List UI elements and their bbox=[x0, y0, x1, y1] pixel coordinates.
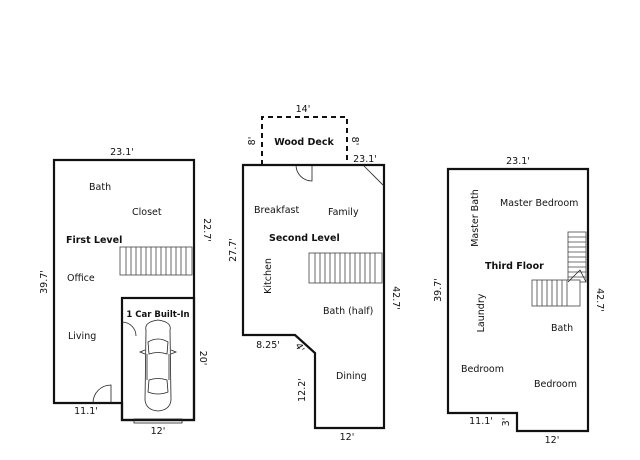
room-living: Living bbox=[68, 331, 96, 342]
second-level-outline bbox=[241, 163, 386, 430]
room-closet: Closet bbox=[132, 207, 162, 218]
room-laundry: Laundry bbox=[476, 293, 487, 332]
second-bottom-dimension: 12' bbox=[340, 432, 355, 443]
door-swing-family bbox=[362, 164, 385, 187]
third-bottom-dimension: 12' bbox=[545, 435, 560, 446]
second-level-plan: 14' 8' 8' Wood Deck 23.1' 27.7' 42.7' 8.… bbox=[228, 104, 401, 443]
room-office: Office bbox=[67, 273, 95, 284]
deck-top-dimension: 14' bbox=[296, 104, 311, 115]
room-bath-third: Bath bbox=[551, 323, 573, 334]
room-bath-half: Bath (half) bbox=[323, 306, 373, 317]
third-left-dimension: 39.7' bbox=[433, 278, 444, 302]
first-level-title: First Level bbox=[66, 235, 122, 246]
door-swing-garage bbox=[121, 321, 137, 337]
second-level-title: Second Level bbox=[269, 233, 340, 244]
second-left-dimension: 27.7' bbox=[228, 238, 239, 262]
door-swing-deck bbox=[295, 164, 313, 182]
second-lower-left-dimension: 12.2' bbox=[297, 378, 308, 402]
room-kitchen: Kitchen bbox=[263, 258, 274, 294]
third-floor-outline bbox=[446, 167, 590, 433]
first-right-dimension: 22.7' bbox=[201, 218, 212, 242]
third-floor-title: Third Floor bbox=[485, 261, 544, 272]
garage-bottom-dimension: 12' bbox=[151, 426, 166, 437]
second-top-dimension: 23.1' bbox=[353, 154, 377, 165]
room-bath: Bath bbox=[89, 182, 111, 193]
room-bedroom-1: Bedroom bbox=[461, 364, 504, 375]
room-master-bath: Master Bath bbox=[470, 189, 481, 247]
third-top-dimension: 23.1' bbox=[506, 156, 530, 167]
first-left-dimension: 39.7' bbox=[39, 270, 50, 294]
room-master-bedroom: Master Bedroom bbox=[500, 198, 578, 209]
garage-outline bbox=[120, 296, 196, 422]
third-step-dimension: 3' bbox=[501, 418, 512, 427]
car-icon bbox=[138, 319, 178, 412]
garage-side-dimension: 20' bbox=[197, 351, 208, 366]
garage-door bbox=[133, 418, 183, 424]
notch-width-dimension: 8.25' bbox=[256, 340, 280, 351]
room-breakfast: Breakfast bbox=[254, 205, 299, 216]
deck-right-dimension: 8' bbox=[349, 137, 360, 146]
room-bedroom-2: Bedroom bbox=[534, 379, 577, 390]
first-level-stairs bbox=[119, 246, 193, 276]
second-right-dimension: 42.7' bbox=[390, 286, 401, 310]
wood-deck-outline bbox=[261, 116, 348, 165]
second-level-stairs bbox=[308, 252, 383, 284]
third-floor-stairs bbox=[531, 231, 587, 307]
room-dining: Dining bbox=[336, 371, 367, 382]
deck-left-dimension: 8' bbox=[247, 137, 258, 146]
notch-diagonal-dimension: 4' bbox=[292, 341, 306, 354]
first-top-dimension: 23.1' bbox=[110, 147, 134, 158]
third-bottom-left-dimension: 11.1' bbox=[469, 416, 493, 427]
first-level-outline bbox=[52, 158, 196, 422]
room-wood-deck: Wood Deck bbox=[274, 137, 334, 148]
door-swing-living bbox=[92, 384, 112, 404]
room-garage: 1 Car Built-In bbox=[126, 310, 189, 320]
room-family: Family bbox=[328, 207, 359, 218]
third-floor-plan: 23.1' 39.7' 42.7' 11.1' 3' 12' Master Ba… bbox=[433, 156, 605, 446]
first-bottom-left-dimension: 11.1' bbox=[74, 406, 98, 417]
third-right-dimension: 42.7' bbox=[594, 288, 605, 312]
first-level-plan: 23.1' 22.7' 39.7' 11.1' 20' 12' Bath Clo… bbox=[39, 147, 212, 437]
